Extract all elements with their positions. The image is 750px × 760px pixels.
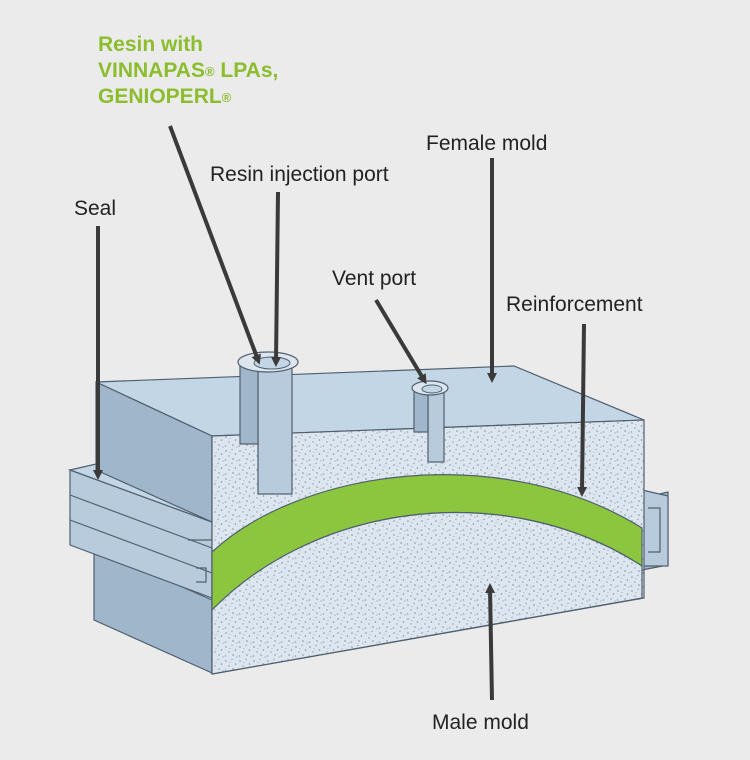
male-mold-label: Male mold bbox=[432, 711, 529, 734]
vent-port bbox=[411, 380, 449, 463]
genioperl-text: GENIOPERL bbox=[98, 85, 222, 108]
arrows bbox=[93, 125, 588, 701]
reinforcement-label: Reinforcement bbox=[506, 293, 643, 316]
female-mold-label: Female mold bbox=[426, 132, 548, 155]
resin-injection-port bbox=[237, 351, 299, 495]
arrow-reinforcement bbox=[577, 323, 588, 497]
resin-label: Resin with VINNAPAS® LPAs, GENIOPERL® bbox=[98, 32, 358, 110]
right-flange bbox=[641, 489, 669, 567]
arrow-vent-port bbox=[374, 298, 427, 385]
registered-mark: ® bbox=[204, 64, 215, 79]
resin-label-line2: VINNAPAS® LPAs, bbox=[98, 58, 358, 84]
registered-mark-2: ® bbox=[221, 90, 232, 105]
arrow-resin bbox=[168, 125, 261, 365]
seal-label: Seal bbox=[74, 197, 117, 220]
vent-port-label: Vent port bbox=[332, 267, 417, 290]
arrow-male-mold bbox=[485, 583, 496, 701]
lpas-text: LPAs, bbox=[214, 59, 279, 82]
resin-label-line1: Resin with bbox=[98, 33, 204, 56]
resin-label-line3: GENIOPERL® bbox=[98, 84, 358, 110]
resin-injection-port-label: Resin injection port bbox=[210, 163, 389, 186]
male-mold bbox=[211, 512, 643, 675]
arrow-injection-port bbox=[271, 191, 282, 367]
vinnapas-text: VINNAPAS bbox=[98, 59, 205, 82]
